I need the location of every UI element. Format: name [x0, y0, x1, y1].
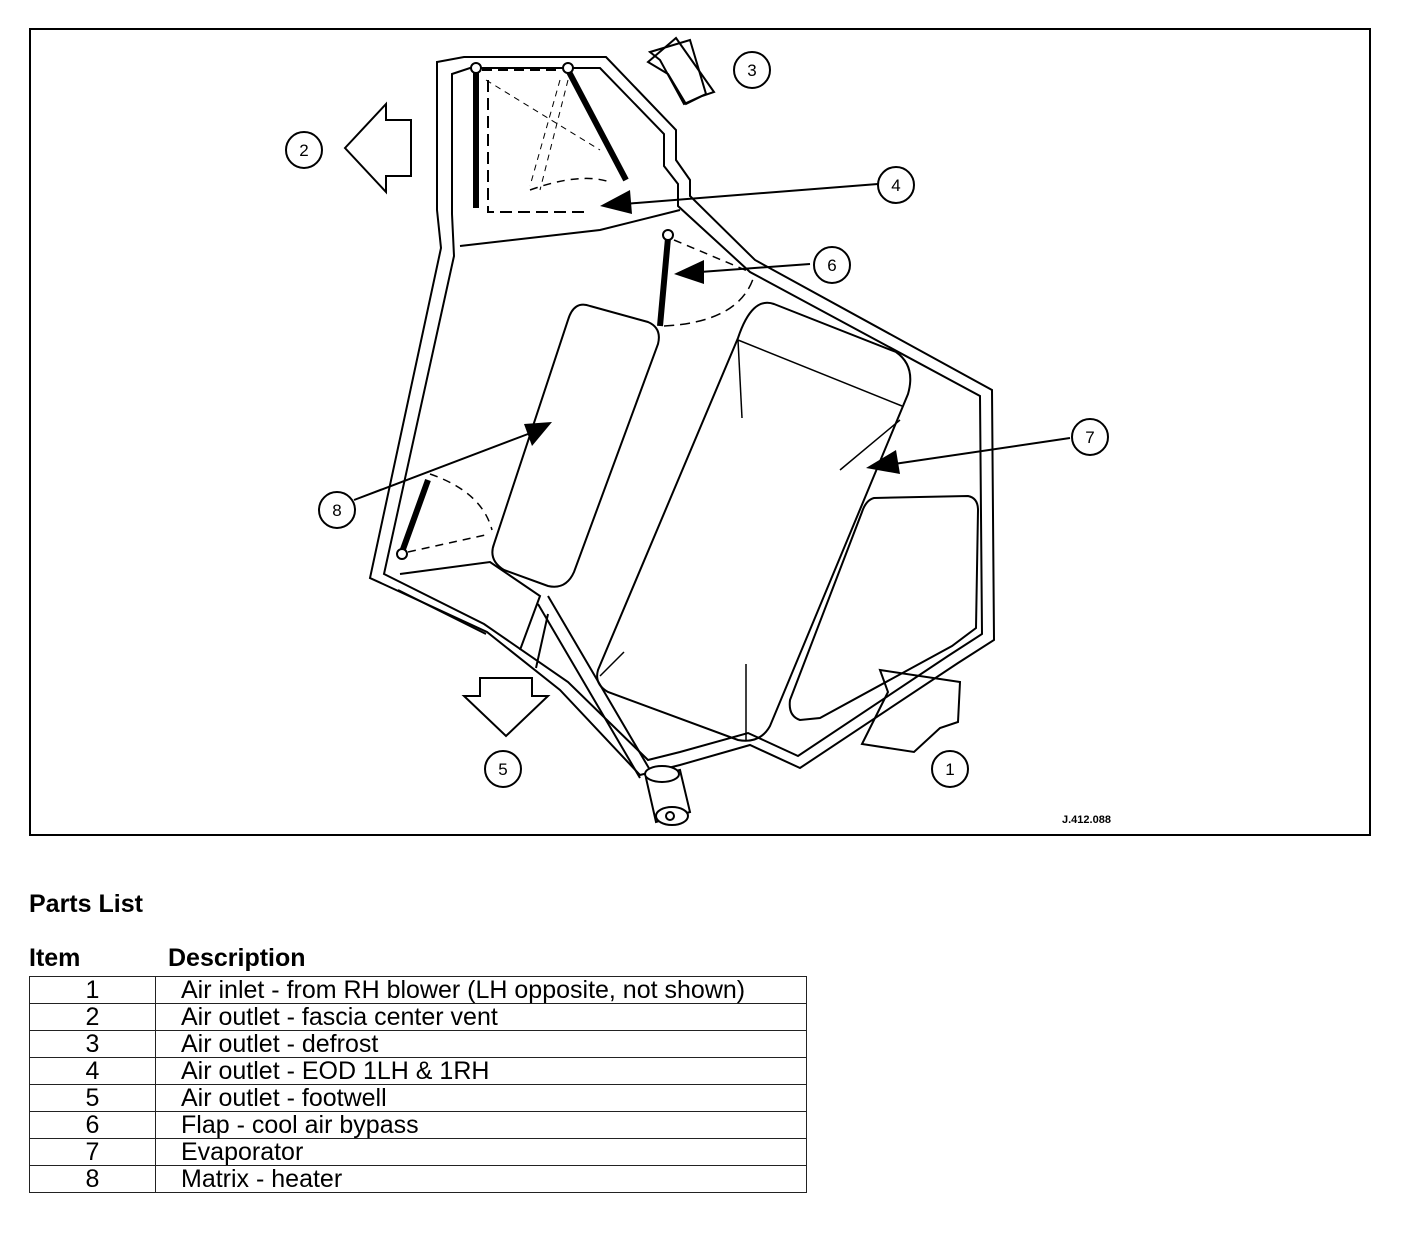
table-row: 1 Air inlet - from RH blower (LH opposit… [29, 976, 807, 1004]
evaporator [596, 301, 912, 742]
callout-6-label: 6 [827, 256, 836, 275]
item-description: Air outlet - EOD 1LH & 1RH [155, 1057, 807, 1085]
upper-flap-assembly [470, 62, 629, 213]
item-description: Air outlet - fascia center vent [155, 1003, 807, 1031]
parts-list-title: Parts List [29, 890, 143, 918]
callout-4-label: 4 [891, 176, 900, 195]
callout-5: 5 [484, 750, 522, 788]
callout-3-label: 3 [747, 61, 756, 80]
table-row: 8 Matrix - heater [29, 1165, 807, 1193]
table-row: 7 Evaporator [29, 1138, 807, 1166]
arrow-outlet-3-back [647, 38, 708, 106]
item-description: Air outlet - defrost [155, 1030, 807, 1058]
callout-7-label: 7 [1085, 428, 1094, 447]
item-number: 6 [29, 1111, 156, 1139]
table-row: 3 Air outlet - defrost [29, 1030, 807, 1058]
callout-2: 2 [285, 131, 323, 169]
arrow-inlet-1 [860, 668, 962, 754]
item-number: 1 [29, 976, 156, 1004]
item-description: Air inlet - from RH blower (LH opposite,… [155, 976, 807, 1004]
item-number: 3 [29, 1030, 156, 1058]
outlet-partition [459, 209, 681, 247]
column-header-description: Description [168, 944, 306, 972]
diagram-frame [29, 28, 1371, 836]
callout-1-label: 1 [945, 760, 954, 779]
item-number: 8 [29, 1165, 156, 1193]
inlet-channel [788, 494, 980, 722]
hvac-unit-diagram: 1 2 3 4 5 6 7 8 J.412.088 [285, 36, 1111, 826]
reference-code: J.412.088 [1062, 814, 1111, 826]
table-row: 2 Air outlet - fascia center vent [29, 1003, 807, 1031]
callout-2-label: 2 [299, 141, 308, 160]
housing-outline [368, 56, 996, 777]
callout-4: 4 [877, 166, 915, 204]
lower-flap [396, 473, 493, 560]
table-row: 5 Air outlet - footwell [29, 1084, 807, 1112]
drain-tube [644, 765, 692, 826]
item-description: Matrix - heater [155, 1165, 807, 1193]
callout-5-label: 5 [498, 760, 507, 779]
item-description: Flap - cool air bypass [155, 1111, 807, 1139]
callout-6: 6 [813, 246, 851, 284]
callout-3: 3 [733, 51, 771, 89]
callout-8-label: 8 [332, 501, 341, 520]
column-header-item: Item [29, 944, 81, 972]
arrow-outlet-2 [343, 101, 412, 195]
parts-table: 1 Air inlet - from RH blower (LH opposit… [29, 976, 807, 1193]
item-description: Evaporator [155, 1138, 807, 1166]
arrow-outlet-5 [461, 677, 551, 738]
footwell-channel [397, 560, 651, 779]
item-number: 7 [29, 1138, 156, 1166]
heater-matrix [491, 303, 660, 588]
callout-8: 8 [318, 491, 356, 529]
arrow-outlet-3 [646, 36, 716, 106]
leader-lines [353, 183, 1071, 501]
bypass-flap [657, 229, 755, 327]
callout-1: 1 [931, 750, 969, 788]
item-number: 2 [29, 1003, 156, 1031]
item-number: 4 [29, 1057, 156, 1085]
item-description: Air outlet - footwell [155, 1084, 807, 1112]
table-row: 4 Air outlet - EOD 1LH & 1RH [29, 1057, 807, 1085]
table-row: 6 Flap - cool air bypass [29, 1111, 807, 1139]
item-number: 5 [29, 1084, 156, 1112]
callout-7: 7 [1071, 418, 1109, 456]
